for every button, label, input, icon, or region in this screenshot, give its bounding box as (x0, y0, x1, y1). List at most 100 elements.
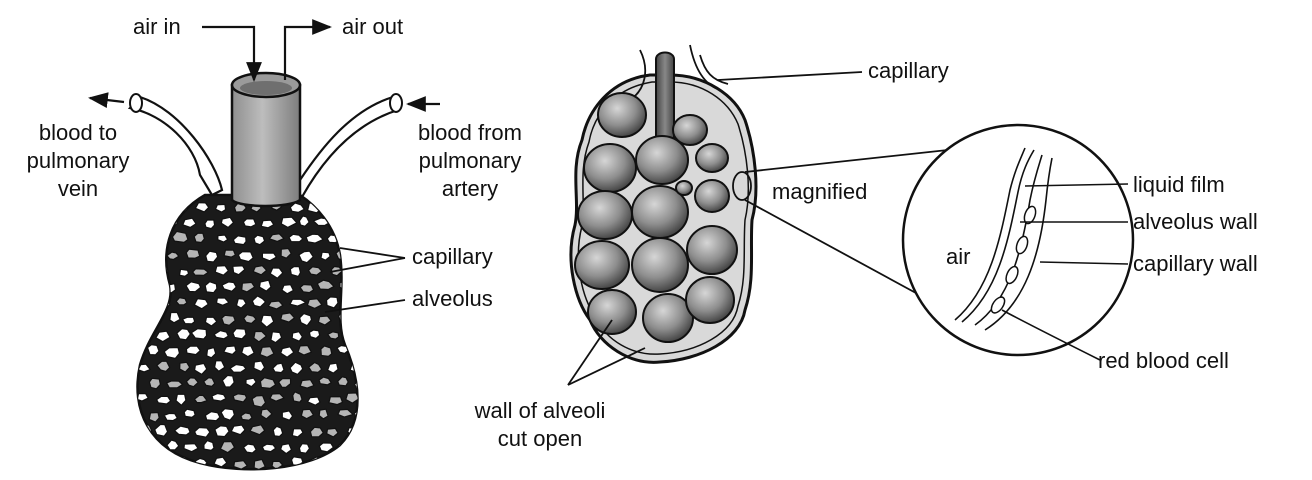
capillary-cell (233, 329, 246, 339)
capillary-cell (138, 457, 149, 467)
air-in-label: air in (133, 14, 181, 39)
capillary-cell (238, 252, 253, 262)
alveolar-cluster-left: air in air out blood to pulmonary vein b… (27, 14, 522, 470)
air-out-label: air out (342, 14, 403, 39)
capillary-cell (356, 441, 365, 452)
capillary-cell (241, 413, 252, 420)
alveolus-sac (687, 226, 737, 274)
alveolus-sac (632, 238, 688, 292)
capillary-cell (204, 441, 214, 451)
capillary-cell (309, 330, 319, 338)
artery-opening (390, 94, 402, 112)
capillary-cell (160, 200, 170, 211)
capillary-cell (136, 201, 148, 211)
capillary-cell (147, 282, 161, 292)
capillary-cell (147, 247, 158, 259)
blood-to-label-3: vein (58, 176, 98, 201)
capillary-cell (337, 220, 352, 230)
capillary-cell (252, 396, 265, 408)
liquid-film-label: liquid film (1133, 172, 1225, 197)
capillary-cell (328, 461, 342, 468)
capillary-cell (233, 394, 246, 402)
capillary-cell (148, 345, 160, 355)
magnified-label: magnified (772, 179, 867, 204)
capillary-cell (346, 234, 359, 246)
capillary-cell (195, 428, 210, 438)
capillary-cell (290, 267, 300, 277)
capillary-cell (167, 284, 176, 293)
alveolus-sac (578, 191, 632, 239)
capillary-cell (356, 282, 370, 290)
capillary-cell (183, 317, 195, 324)
magnified-circle (903, 125, 1133, 355)
alveolus-sac (696, 144, 728, 172)
capillary-cell (186, 249, 200, 258)
alveolus-sac (695, 180, 729, 212)
capillary-cell (194, 233, 204, 242)
capillary-cell (260, 378, 275, 389)
capillary-cell (273, 426, 283, 436)
air-in-arrow (202, 27, 254, 80)
blood-to-label-1: blood to (39, 120, 117, 145)
vein-opening (130, 94, 142, 112)
capillary-cell (205, 282, 217, 293)
alveolus-sac (584, 144, 636, 192)
blood-from-label-1: blood from (418, 120, 522, 145)
red-blood-cell-label: red blood cell (1098, 348, 1229, 373)
capillary-cell (321, 346, 332, 357)
blood-out-arrow (90, 98, 124, 102)
capillary-cell (339, 313, 350, 323)
capillary-cell (180, 269, 189, 276)
capillary-cell (300, 380, 314, 388)
capillary-wall-label: capillary wall (1133, 251, 1258, 276)
capillary-cell (326, 203, 341, 210)
capillary-cell (142, 297, 151, 306)
capillary-pointer-1 (340, 248, 405, 258)
capillary-cell (140, 265, 151, 275)
alveolus-sac (598, 93, 646, 137)
capillary-cell (336, 250, 350, 261)
alveolus-sac (636, 136, 688, 184)
alveolus-label: alveolus (412, 286, 493, 311)
capillary-pointer-middle (718, 72, 862, 80)
capillary-cell (355, 345, 366, 356)
capillary-cell (348, 200, 360, 210)
alveolus-wall-label: alveolus wall (1133, 209, 1258, 234)
capillary-cell (357, 219, 371, 229)
air-label: air (946, 244, 970, 269)
air-out-arrow (285, 27, 330, 80)
pulmonary-vein-vessel (130, 97, 222, 195)
capillary-cell (149, 444, 161, 454)
alveolus-sac (686, 277, 734, 323)
bronchiole-lumen (240, 81, 292, 95)
blood-from-label-2: pulmonary (419, 148, 522, 173)
magnified-view: air liquid film alveolus wall capillary … (903, 125, 1258, 373)
alveolus-sac (575, 241, 629, 289)
pulmonary-artery-vessel (292, 97, 398, 197)
capillary-label-left: capillary (412, 244, 493, 269)
capillary-cell (139, 234, 149, 242)
blood-from-label-3: artery (442, 176, 498, 201)
wall-label-1: wall of alveoli (474, 398, 606, 423)
capillary-cell (243, 219, 256, 227)
capillary-cell (157, 396, 171, 404)
capillary-cell (137, 331, 150, 340)
capillary-cell (337, 444, 351, 452)
capillary-cell (184, 409, 195, 417)
capillary-cell (193, 269, 209, 276)
bronchiole-tube (232, 85, 300, 206)
blood-to-label-2: pulmonary (27, 148, 130, 173)
capillary-cell (348, 458, 360, 470)
wall-label-2: cut open (498, 426, 582, 451)
capillary-cell (147, 217, 159, 225)
capillary-cell (176, 298, 187, 305)
capillary-cell (212, 394, 226, 402)
capillary-cell (205, 220, 215, 229)
capillary-label-middle: capillary (868, 58, 949, 83)
capillary-cell (172, 231, 188, 242)
capillary-cell (158, 458, 168, 466)
alveolar-sac-body (138, 195, 358, 469)
capillary-cell (356, 313, 369, 322)
